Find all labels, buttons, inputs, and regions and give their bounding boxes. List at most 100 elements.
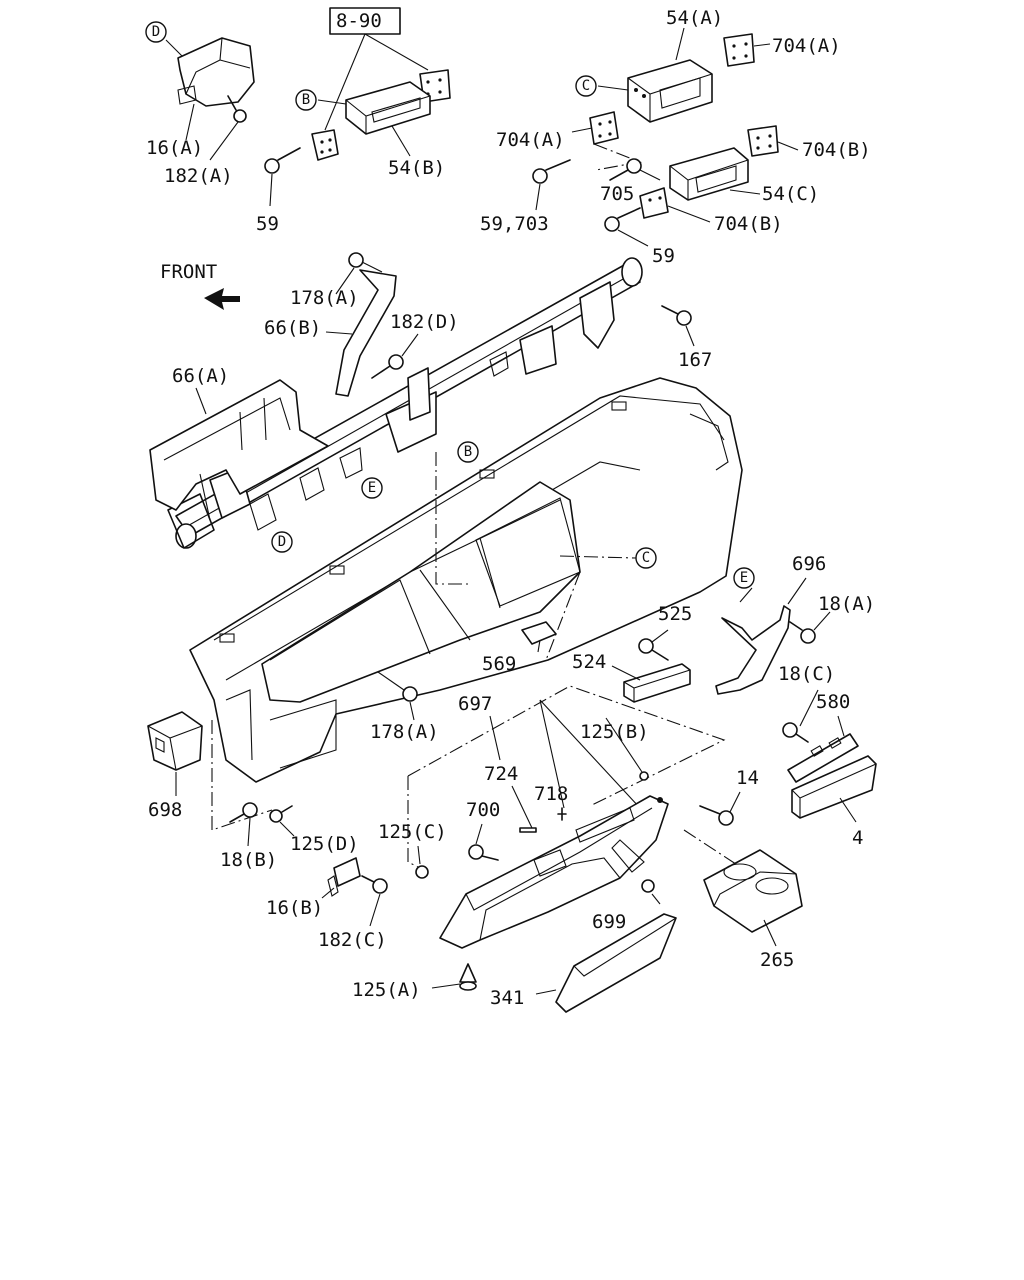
- label-125a: 125(A): [352, 979, 421, 1001]
- bolt-182d: [371, 333, 419, 379]
- pocket-54c: [669, 147, 749, 201]
- screw-525: [638, 629, 669, 661]
- label-54a: 54(A): [666, 7, 723, 29]
- ref-leaders: [324, 33, 429, 131]
- bolt-18b: [229, 802, 258, 847]
- svg-text:B: B: [464, 444, 472, 460]
- clip-569: [521, 621, 557, 645]
- svg-text:E: E: [368, 480, 376, 496]
- dash-glovebox: [407, 685, 726, 807]
- bracket-704b-low: [639, 187, 669, 219]
- leader-54a: [675, 27, 685, 61]
- callout-b-mid: B: [457, 441, 479, 463]
- clip-125c: [415, 845, 429, 879]
- svg-text:D: D: [278, 534, 286, 550]
- dash-569: [545, 571, 581, 661]
- label-265: 265: [760, 949, 794, 971]
- plate-580: [787, 733, 859, 783]
- label-700: 700: [466, 799, 500, 821]
- front-label: FRONT: [160, 261, 217, 283]
- clip-125a: [459, 963, 477, 991]
- label-699: 699: [592, 911, 626, 933]
- label-16a: 16(A): [146, 137, 203, 159]
- label-18a: 18(A): [818, 593, 875, 615]
- bracket-704a-mid: [589, 111, 619, 145]
- leaders-724-718: [511, 699, 641, 829]
- dash-265: [683, 829, 749, 873]
- leader-697: [489, 715, 501, 761]
- label-54b: 54(B): [388, 157, 445, 179]
- screw-705: [609, 158, 661, 181]
- callout-c-mid: C: [635, 547, 657, 569]
- label-525: 525: [658, 603, 692, 625]
- svg-text:C: C: [582, 78, 590, 94]
- bolt-18c: [782, 722, 809, 743]
- leader-580: [837, 715, 845, 737]
- label-178a-top: 178(A): [290, 287, 359, 309]
- leaders-696: [739, 577, 807, 605]
- panel-4: [791, 755, 877, 819]
- label-704a-mid: 704(A): [496, 129, 565, 151]
- label-182d: 182(D): [390, 311, 459, 333]
- instrument-panel: [189, 377, 743, 783]
- label-341: 341: [490, 987, 524, 1009]
- dash-b-mid: [435, 452, 468, 585]
- callout-c-top: C: [575, 75, 597, 97]
- leader-d-top: [165, 39, 183, 57]
- callout-b-top: B: [295, 89, 317, 111]
- label-66b: 66(B): [264, 317, 321, 339]
- leader-b-top: [317, 99, 347, 105]
- leader-18c: [799, 689, 819, 727]
- callout-d-top: D: [145, 21, 167, 43]
- label-14: 14: [736, 767, 759, 789]
- svg-text:E: E: [740, 570, 748, 586]
- label-705: 705: [600, 183, 634, 205]
- leader-704a-mid: [571, 127, 593, 133]
- front-arrow-icon: [204, 288, 240, 310]
- bracket-696: [715, 605, 791, 695]
- clip-125d: [269, 805, 295, 837]
- bolt-182a: [227, 95, 247, 123]
- label-59-right: 59: [652, 245, 675, 267]
- pocket-54a: [627, 59, 713, 123]
- label-182a: 182(A): [164, 165, 233, 187]
- cup-holder-265: [703, 849, 803, 933]
- leader-54c: [729, 189, 761, 195]
- label-54c: 54(C): [762, 183, 819, 205]
- label-718: 718: [534, 783, 568, 805]
- dash-c-mid: [559, 555, 637, 559]
- leader-125b: [605, 717, 643, 773]
- bracket-16a: [177, 37, 255, 107]
- callout-e-right: E: [733, 567, 755, 589]
- screw-59-left: [264, 147, 301, 207]
- strap-66b: [335, 252, 397, 397]
- callout-d-mid: D: [271, 531, 293, 553]
- label-704a-top: 704(A): [772, 35, 841, 57]
- svg-text:B: B: [302, 92, 310, 108]
- label-178a-low: 178(A): [370, 721, 439, 743]
- screw-59-703: [532, 159, 571, 211]
- nut-178a-low: [377, 671, 418, 721]
- label-18c: 18(C): [778, 663, 835, 685]
- bracket-704a-top: [723, 33, 755, 67]
- label-4: 4: [852, 827, 863, 849]
- label-18b: 18(B): [220, 849, 277, 871]
- label-524: 524: [572, 651, 606, 673]
- leader-704b-right: [777, 141, 799, 151]
- bracket-small-8-90: [311, 129, 339, 161]
- label-697: 697: [458, 693, 492, 715]
- label-125d: 125(D): [290, 833, 359, 855]
- leader-4: [839, 797, 857, 823]
- trim-524: [623, 663, 691, 703]
- clip-125b: [639, 771, 649, 781]
- glove-box-lower-panel: [439, 795, 669, 949]
- label-66a: 66(A): [172, 365, 229, 387]
- leader-569: [537, 639, 541, 653]
- leader-341: [535, 989, 557, 995]
- leader-54b: [391, 125, 411, 157]
- label-125c: 125(C): [378, 821, 447, 843]
- bracket-66a: [149, 379, 329, 521]
- label-698: 698: [148, 799, 182, 821]
- bracket-16b: [327, 857, 361, 897]
